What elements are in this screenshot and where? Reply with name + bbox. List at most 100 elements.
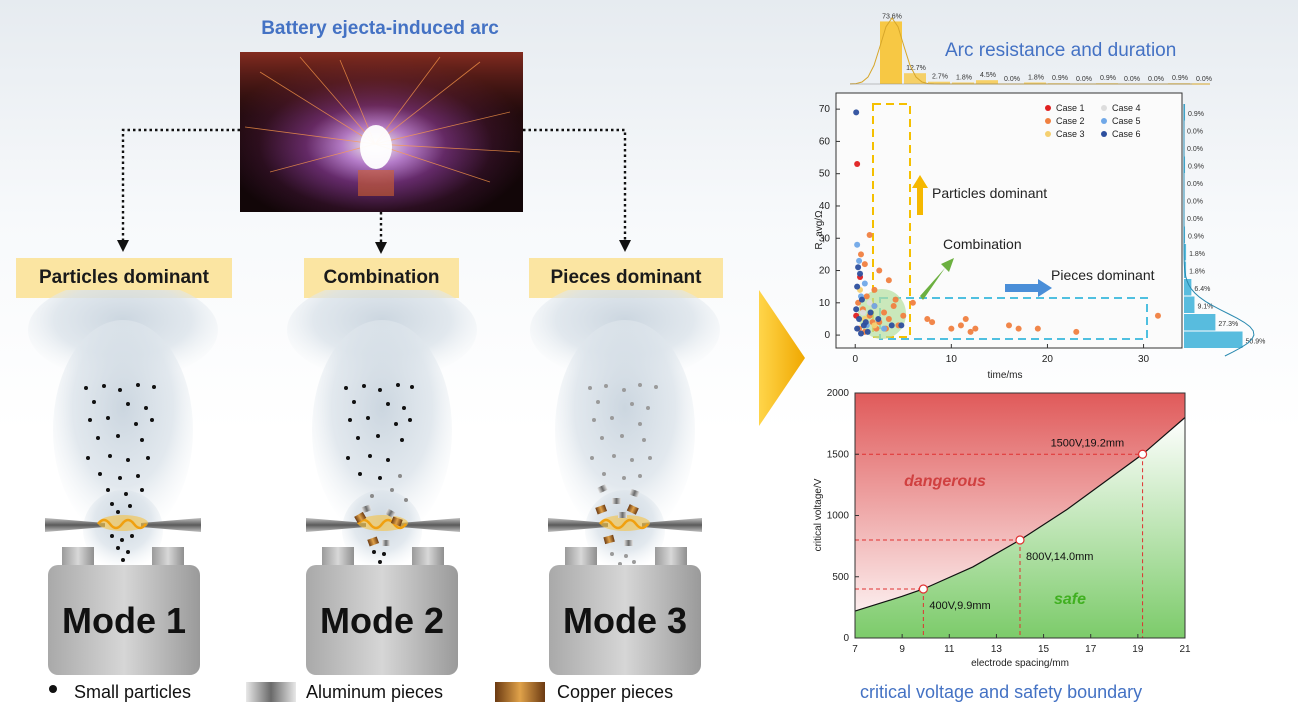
data-point (854, 325, 861, 332)
voltage-ylabel: critical voltage/V (813, 478, 824, 551)
y-hist-bar (1184, 226, 1186, 243)
x-hist-label: 0.9% (1052, 75, 1068, 82)
x-tick-label: 10 (946, 354, 958, 365)
y-tick-label: 1500 (827, 449, 850, 460)
safe-label: safe (1054, 591, 1086, 608)
y-hist-label: 0.0% (1187, 216, 1203, 223)
data-point (962, 315, 969, 322)
data-point (871, 303, 878, 310)
voltage-xlabel: electrode spacing/mm (971, 658, 1069, 669)
annotation-combination: Combination (943, 236, 1022, 252)
big-arrow-icon (759, 290, 805, 426)
arc-photo (240, 52, 523, 212)
y-hist-label: 0.9% (1188, 164, 1204, 171)
data-point (1006, 322, 1012, 329)
y-hist-label: 0.0% (1187, 199, 1203, 206)
mode-illustrations: Mode 1 Mode 2 (28, 290, 720, 675)
y-hist-bar (1184, 156, 1186, 173)
x-hist-label: 4.5% (980, 72, 996, 79)
mode-3-illustration: Mode 3 (530, 290, 720, 675)
x-hist-label: 0.0% (1148, 76, 1164, 83)
x-hist-label: 12.7% (906, 65, 926, 72)
data-point (1015, 325, 1022, 332)
data-point (866, 232, 873, 239)
x-hist-bar (976, 80, 998, 84)
x-tick-label: 11 (944, 644, 955, 655)
annotation-pieces: Pieces dominant (1051, 267, 1155, 283)
data-point (867, 309, 874, 316)
x-hist-label: 1.8% (956, 74, 972, 81)
copper-swatch-icon (495, 682, 545, 702)
data-point (957, 322, 964, 329)
y-hist-bar (1184, 279, 1192, 296)
data-point (858, 296, 865, 303)
scatter-chart-title: Arc resistance and duration (945, 40, 1177, 61)
x-hist-bar (952, 82, 974, 84)
x-tick-label: 7 (852, 644, 858, 655)
y-hist-curve (1183, 104, 1255, 357)
data-point (856, 257, 863, 264)
y-hist-label: 50.9% (1246, 339, 1266, 346)
data-point (881, 325, 888, 332)
voltage-chart-title: critical voltage and safety boundary (860, 682, 1143, 702)
x-tick-label: 20 (1042, 354, 1054, 365)
data-point (871, 322, 878, 329)
data-point (854, 161, 861, 168)
y-hist-bar (1184, 104, 1186, 121)
y-tick-label: 50 (819, 169, 831, 180)
x-hist-label: 2.7% (932, 74, 948, 81)
scatter-xlabel: time/ms (988, 370, 1023, 381)
small-particle-icon (49, 685, 57, 693)
x-hist-label: 0.0% (1124, 76, 1140, 83)
mode-1-illustration: Mode 1 (28, 290, 218, 675)
x-tick-label: 9 (899, 644, 905, 655)
marked-point-label: 800V,14.0mm (1026, 551, 1093, 563)
data-point (948, 325, 955, 332)
legend-label: Case 3 (1056, 129, 1085, 139)
data-point (898, 322, 905, 329)
legend-label: Case 4 (1112, 103, 1141, 113)
main-title: Battery ejecta-induced arc (261, 18, 499, 39)
data-point (861, 280, 868, 287)
y-hist-bar (1184, 296, 1195, 313)
annotation-particles: Particles dominant (932, 185, 1047, 201)
x-tick-label: 15 (1038, 644, 1050, 655)
dangerous-label: dangerous (904, 473, 986, 490)
y-hist-label: 1.8% (1189, 269, 1205, 276)
y-hist-label: 0.9% (1188, 234, 1204, 241)
data-point (856, 315, 863, 322)
y-tick-label: 30 (819, 233, 831, 244)
y-hist-label: 6.4% (1194, 286, 1210, 293)
data-point (855, 264, 862, 271)
data-point (859, 309, 866, 316)
y-hist-label: 0.0% (1187, 129, 1203, 136)
y-tick-label: 10 (819, 298, 831, 309)
legend-aluminum-pieces: Aluminum pieces (306, 682, 444, 702)
data-point (854, 283, 861, 290)
data-point (854, 241, 861, 248)
legend-label: Case 5 (1112, 116, 1141, 126)
y-hist-label: 0.9% (1188, 111, 1204, 118)
y-tick-label: 70 (819, 104, 831, 115)
y-hist-label: 0.0% (1187, 146, 1203, 153)
x-hist-bar (1024, 82, 1046, 84)
legend-label: Case 2 (1056, 116, 1085, 126)
data-point (862, 319, 869, 326)
y-tick-label: 0 (843, 633, 849, 644)
x-tick-label: 17 (1085, 644, 1097, 655)
marked-point (918, 584, 928, 594)
data-point (890, 303, 897, 310)
data-point (885, 315, 892, 322)
scatter-chart: 73.6%12.7%2.7%1.8%4.5%0.0%1.8%0.9%0.0%0.… (814, 13, 1266, 381)
legend-copper-pieces: Copper pieces (557, 682, 674, 702)
legend-marker (1101, 105, 1107, 111)
marked-point (1137, 449, 1148, 459)
y-hist-label: 9.1% (1197, 304, 1213, 311)
data-point (1154, 312, 1161, 319)
mode-2-illustration: Mode 2 (287, 290, 477, 675)
legend-marker (1101, 131, 1107, 137)
x-tick-label: 21 (1179, 644, 1191, 655)
legend-marker (1045, 131, 1051, 137)
marked-point (1015, 535, 1025, 545)
